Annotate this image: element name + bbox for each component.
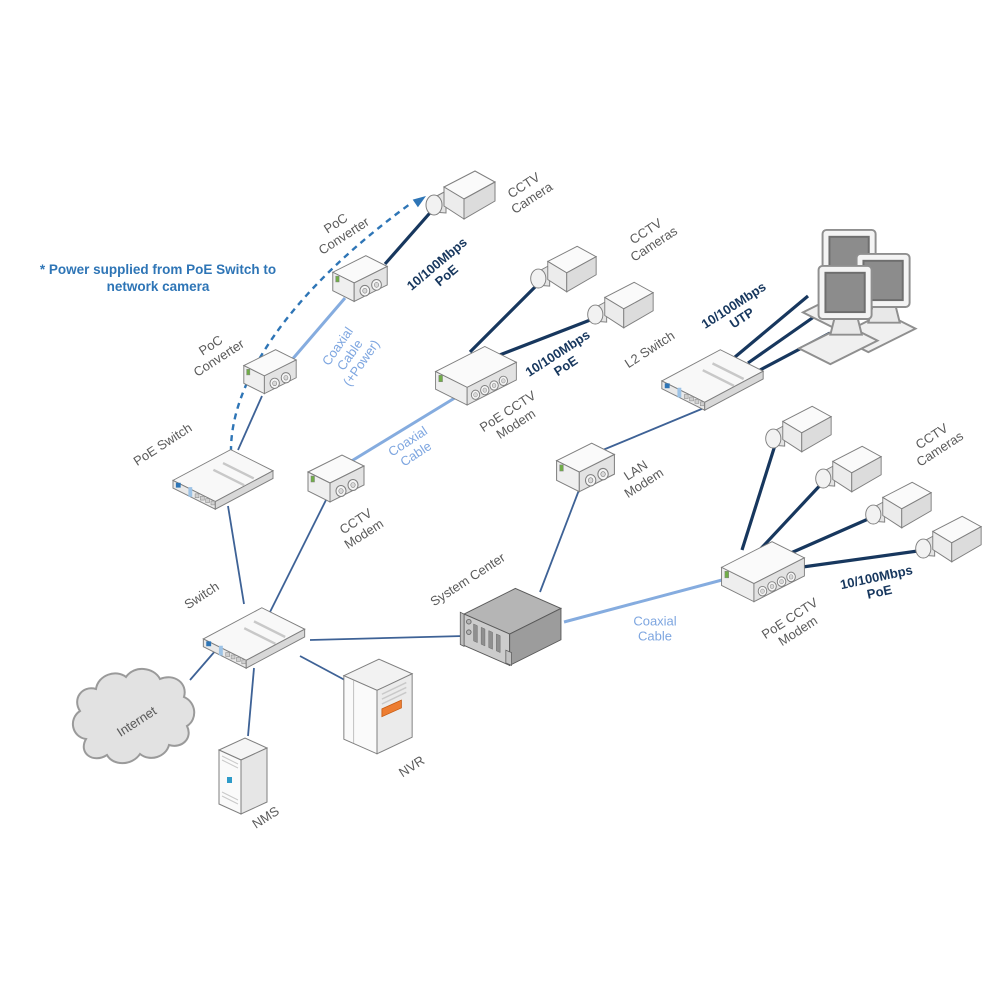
- workstations-icon: [785, 222, 895, 340]
- link-poe-camera-mid-2: [483, 315, 599, 363]
- switch-icon: [198, 598, 310, 674]
- poe-switch-icon: [168, 440, 278, 515]
- l2-switch-icon: [655, 340, 770, 416]
- link-switch-internet: [189, 649, 217, 681]
- poe-cctv-modem-bottom-icon: [715, 535, 810, 615]
- cctv-camera-b4-icon: [910, 510, 984, 570]
- link-poe-camera-b1: [740, 441, 778, 551]
- link-coax-power: [288, 297, 347, 363]
- link-l2-lan-modem: [597, 407, 705, 453]
- link-coax-cctv-modem: [344, 394, 459, 467]
- link-poe-switch-poc: [237, 395, 263, 451]
- cctv-modem-icon: [300, 450, 372, 512]
- link-switch-system-center: [309, 635, 465, 641]
- cctv-camera-top-icon: [420, 165, 498, 227]
- power-supply-dashed-arrow: [229, 196, 426, 453]
- link-switch-nms: [247, 667, 255, 737]
- coax-bottom-label: Coaxial Cable: [633, 613, 677, 643]
- link-poe-top-camera: [383, 204, 438, 266]
- system-center-icon: [455, 578, 570, 673]
- poc-converter-mid-icon: [235, 345, 305, 403]
- lan-modem-icon: [548, 438, 623, 502]
- link-poe-camera-b4: [780, 548, 926, 572]
- link-switch-cctv-modem: [269, 499, 327, 613]
- poc-converter-top-icon: [325, 250, 395, 312]
- cctv-camera-mid-2-icon: [582, 276, 656, 336]
- power-note: * Power supplied from PoE Switch to netw…: [39, 262, 277, 294]
- link-poe-camera-b2: [752, 478, 827, 558]
- link-poe-camera-mid-1: [468, 279, 543, 354]
- link-switch-poe-switch: [227, 505, 245, 605]
- link-coax-system-poe-modem: [563, 578, 723, 624]
- link-lan-system-center: [539, 489, 580, 593]
- link-utp-1: [733, 294, 810, 359]
- nvr-icon: [338, 650, 418, 760]
- link-utp-2: [747, 312, 819, 365]
